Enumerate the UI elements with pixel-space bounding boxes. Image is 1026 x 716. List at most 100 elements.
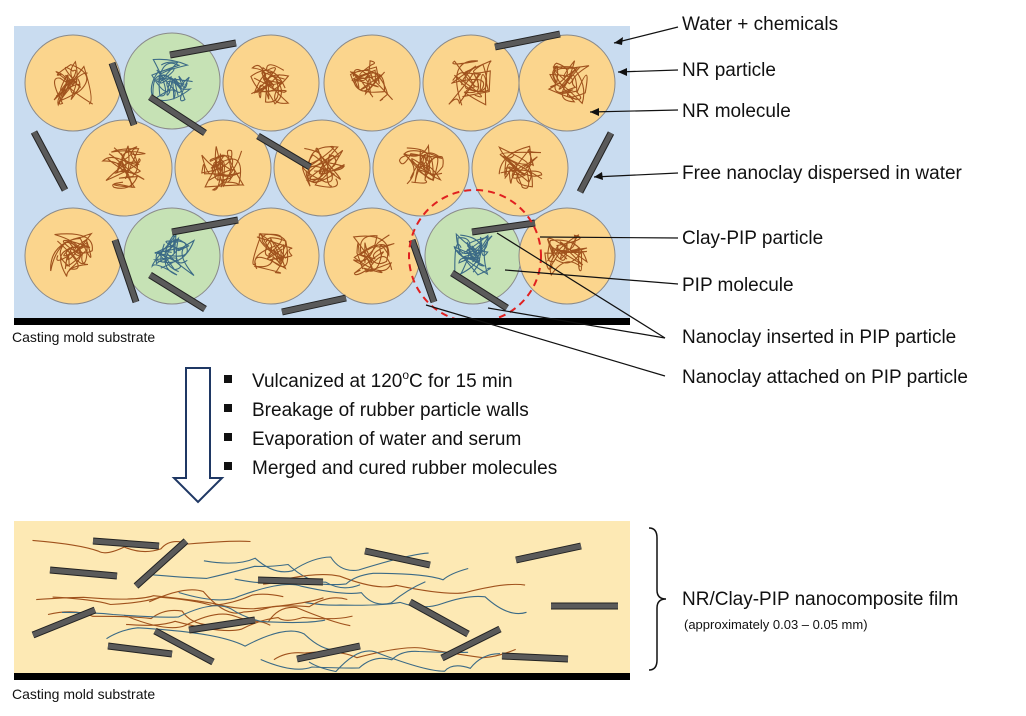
label-pip-molecule: PIP molecule xyxy=(682,275,794,296)
pip-molecule-chain xyxy=(308,650,501,673)
molecule-tangle xyxy=(398,143,444,185)
nanoclay-free xyxy=(111,238,140,304)
label-nr-particle: NR particle xyxy=(682,60,776,81)
square-bullet-icon xyxy=(224,462,232,470)
nr-particle xyxy=(174,119,272,217)
molecule-tangle xyxy=(201,146,245,191)
nanoclay-platelet xyxy=(49,566,118,580)
molecule-tangle xyxy=(349,60,394,102)
nanoclay-platelet xyxy=(501,652,569,663)
nanoclay-platelet xyxy=(153,627,215,666)
molecule-tangle xyxy=(448,60,492,106)
nr-molecule-chain xyxy=(52,593,284,607)
substrate-label-top: Casting mold substrate xyxy=(12,329,155,345)
pip-molecule-chain xyxy=(144,563,361,589)
molecule-tangle xyxy=(352,234,395,276)
molecule-tangle xyxy=(53,60,93,107)
nanoclay-platelet xyxy=(31,606,97,639)
label-free-nanoclay: Free nanoclay dispersed in water xyxy=(682,163,963,184)
nanoclay-platelet xyxy=(364,547,431,569)
label-pointer-lines xyxy=(425,26,679,377)
nr-particle xyxy=(24,207,122,305)
nr-particle xyxy=(222,34,320,132)
step-breakage: Breakage of rubber particle walls xyxy=(252,400,529,421)
nanoclay-attached xyxy=(171,216,239,236)
nr-particle xyxy=(422,34,520,132)
nanoclay-free xyxy=(576,131,615,194)
label-film-thickness: (approximately 0.03 – 0.05 mm) xyxy=(684,617,868,632)
nr-particle-body xyxy=(24,34,122,132)
nr-particle xyxy=(75,119,173,217)
square-bullet-icon xyxy=(224,404,232,412)
pip-molecule-chain xyxy=(260,650,469,670)
molecule-tangle xyxy=(101,145,146,189)
nanoclay-platelet xyxy=(257,576,324,586)
molecule-tangle xyxy=(498,145,543,189)
free-nanoclay-layer xyxy=(30,30,615,316)
pip-molecule-chain xyxy=(61,605,326,624)
pip-molecule-chain xyxy=(178,581,426,605)
nanoclay-free xyxy=(494,30,561,51)
nanoclay-platelet xyxy=(133,538,189,589)
label-nanoclay-attached: Nanoclay attached on PIP particle xyxy=(682,367,968,388)
nr-particle xyxy=(471,119,569,217)
nanoclay-attached xyxy=(169,39,237,59)
clay-pip-highlight-circle xyxy=(408,189,542,323)
step-merged: Merged and cured rubber molecules xyxy=(252,458,557,479)
substrate-label-bottom: Casting mold substrate xyxy=(12,686,155,702)
nanoclay-platelet xyxy=(408,598,470,638)
nanoclay-free xyxy=(108,61,138,127)
casting-mold-substrate-top xyxy=(14,318,630,325)
label-nanoclay-inserted: Nanoclay inserted in PIP particle xyxy=(682,327,956,348)
label-water-chemicals: Water + chemicals xyxy=(682,14,838,35)
label-clay-pip-particle: Clay-PIP particle xyxy=(682,228,823,249)
process-steps: Vulcanized at 120oC for 15 min Breakage … xyxy=(224,368,557,479)
molecule-tangle xyxy=(50,232,93,277)
nr-particle-body xyxy=(323,34,421,132)
nanoclay-free xyxy=(281,294,347,316)
clay-pip-particle xyxy=(123,32,221,130)
nr-particle-body xyxy=(323,207,421,305)
casting-mold-substrate-bottom xyxy=(14,673,630,680)
nanoclay-inserted xyxy=(471,219,536,236)
nr-particle xyxy=(518,34,616,132)
nr-particle xyxy=(372,119,470,217)
nanoclay-free xyxy=(30,130,69,192)
nr-molecule-chain xyxy=(32,539,251,554)
pip-molecule-chain xyxy=(203,552,429,573)
nanoclay-free xyxy=(408,238,438,304)
nanoclay-inserted xyxy=(148,94,207,136)
molecule-tangle xyxy=(547,60,590,105)
pip-molecule-chain xyxy=(106,627,343,651)
nanoclay-free xyxy=(256,132,312,171)
nanoclay-inserted xyxy=(148,272,207,312)
film-molecules-layer xyxy=(31,537,618,673)
nr-particle xyxy=(273,119,371,217)
nanoclay-platelet xyxy=(107,642,173,658)
molecule-tangle xyxy=(544,234,588,277)
nanoclay-inserted xyxy=(450,270,509,311)
nanoclay-platelet xyxy=(92,537,160,550)
nr-particle xyxy=(323,34,421,132)
nr-particle-body xyxy=(518,207,616,305)
molecule-tangle xyxy=(252,232,293,274)
pointer-arrowheads xyxy=(590,37,627,180)
clay-pip-particle xyxy=(424,207,522,305)
nr-molecule-chain xyxy=(126,615,353,632)
molecule-tangle xyxy=(250,64,290,105)
nr-particle xyxy=(24,34,122,132)
nr-particle xyxy=(518,207,616,305)
square-bullet-icon xyxy=(224,375,232,383)
particle-layer xyxy=(24,32,616,305)
down-arrow-icon xyxy=(171,367,225,504)
nr-particle xyxy=(323,207,421,305)
step-evaporation: Evaporation of water and serum xyxy=(252,429,521,450)
label-film: NR/Clay-PIP nanocomposite film xyxy=(682,589,958,610)
step-vulcanized: Vulcanized at 120oC for 15 min xyxy=(252,368,513,392)
nr-molecule-chain xyxy=(148,589,348,614)
nanoclay-platelet xyxy=(296,642,361,663)
nanoclay-platelet xyxy=(440,625,502,662)
nr-molecule-chain xyxy=(273,647,516,661)
nanoclay-platelet xyxy=(188,616,256,634)
